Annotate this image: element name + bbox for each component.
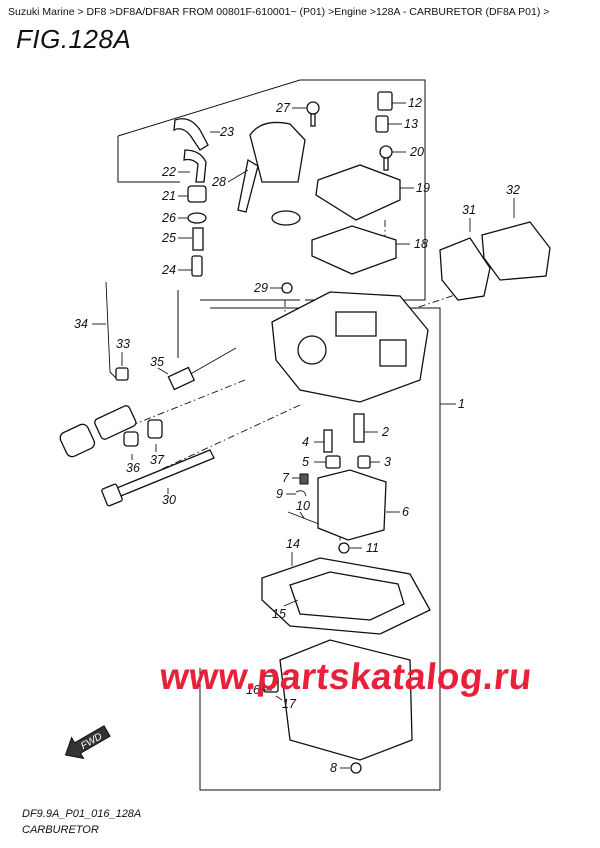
part-20-screw <box>379 145 393 171</box>
callout-37: 37 <box>150 453 165 467</box>
callout-20: 20 <box>409 145 424 159</box>
callout-24: 24 <box>161 263 176 277</box>
callout-35: 35 <box>150 355 164 369</box>
part-18-gasket <box>311 225 397 275</box>
callout-27: 27 <box>275 101 291 115</box>
callout-11: 11 <box>366 541 379 555</box>
figure-title: FIG.128A <box>16 24 132 54</box>
part-21-fitting <box>187 185 207 203</box>
part-24-needle <box>191 255 203 277</box>
part-3-nozzle <box>357 455 371 469</box>
part-8-screw <box>350 762 362 774</box>
fwd-label: FWD <box>79 731 104 752</box>
fwd-arrow-icon: FWD <box>64 725 111 760</box>
watermark: www.partskatalog.ru <box>157 656 535 697</box>
callout-26: 26 <box>161 211 176 225</box>
part-33-clip <box>115 367 129 381</box>
part-35-choke-knob <box>59 347 237 458</box>
part-22-hose <box>183 149 207 183</box>
callout-33: 33 <box>116 337 130 351</box>
part-4-jet <box>323 429 333 453</box>
callout-1: 1 <box>458 397 465 411</box>
part-28-body <box>237 121 306 226</box>
part-34-rod <box>105 281 117 379</box>
callout-9: 9 <box>276 487 283 501</box>
callout-6: 6 <box>402 505 409 519</box>
callout-18: 18 <box>414 237 428 251</box>
part-5-plug <box>325 455 341 469</box>
callout-36: 36 <box>126 461 140 475</box>
part-6-float <box>317 469 387 541</box>
callout-22: 22 <box>161 165 176 179</box>
callout-31: 31 <box>462 203 476 217</box>
callout-5: 5 <box>302 455 309 469</box>
part-16-float-bowl <box>279 639 413 761</box>
callout-16: 16 <box>246 683 260 697</box>
part-37-nut <box>147 419 163 439</box>
callout-34: 34 <box>74 317 88 331</box>
part-15-gasket <box>289 571 405 621</box>
callout-25: 25 <box>161 231 176 245</box>
part-19-cover <box>315 164 401 221</box>
callout-10: 10 <box>296 499 310 513</box>
part-30-bolt <box>101 449 215 507</box>
callout-14: 14 <box>286 537 300 551</box>
diagram-name: CARBURETOR <box>22 824 99 836</box>
callout-23: 23 <box>219 125 234 139</box>
upper-left-frame <box>117 136 180 183</box>
part-31-gasket <box>439 237 491 301</box>
part-26-washer <box>187 212 207 224</box>
part-1-carburetor-body <box>271 291 429 403</box>
part-7-needle-valve <box>299 473 309 485</box>
part-12-spring <box>377 91 393 111</box>
callouts: 12 13 20 19 18 27 23 22 21 26 25 24 28 2… <box>74 96 520 775</box>
part-32-insulator <box>481 221 551 281</box>
callout-21: 21 <box>161 189 176 203</box>
callout-4: 4 <box>302 435 309 449</box>
part-27-screw <box>306 101 320 127</box>
part-13-spring <box>375 115 389 133</box>
alignment-line <box>159 404 301 471</box>
alignment-line <box>119 379 246 431</box>
callout-28: 28 <box>211 175 226 189</box>
callout-19: 19 <box>416 181 430 195</box>
callout-29: 29 <box>253 281 268 295</box>
callout-17: 17 <box>282 697 297 711</box>
callout-12: 12 <box>408 96 422 110</box>
callout-8: 8 <box>330 761 337 775</box>
part-25-spring <box>192 227 204 251</box>
breadcrumb: Suzuki Marine > DF8 >DF8A/DF8AR FROM 008… <box>8 6 550 18</box>
callout-15: 15 <box>272 607 286 621</box>
part-9-clip <box>295 490 307 497</box>
part-11-screw <box>338 542 350 554</box>
callout-3: 3 <box>384 455 391 469</box>
part-36-nut <box>123 431 139 447</box>
part-2-main-jet <box>353 413 365 443</box>
callout-7: 7 <box>282 471 290 485</box>
part-23-hose <box>173 118 209 151</box>
diagram-code: DF9.9A_P01_016_128A <box>22 808 142 820</box>
callout-13: 13 <box>404 117 418 131</box>
callout-30: 30 <box>162 493 176 507</box>
part-29-screw <box>281 282 293 294</box>
callout-2: 2 <box>381 425 389 439</box>
callout-32: 32 <box>506 183 520 197</box>
part-17-drain-plug <box>263 675 279 693</box>
